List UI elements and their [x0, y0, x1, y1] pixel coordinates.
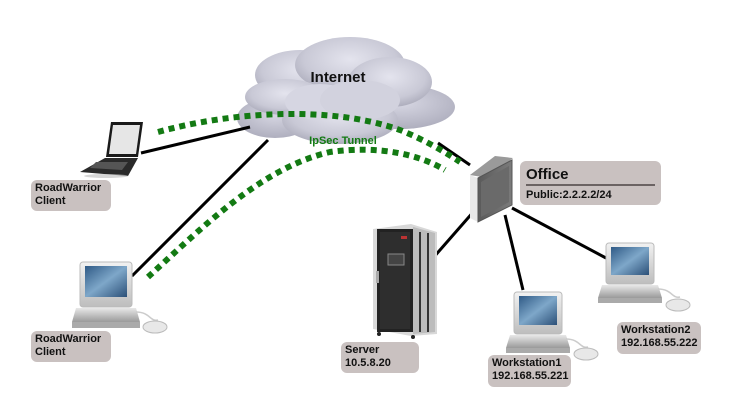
node-name: RoadWarrior: [35, 333, 102, 345]
ipsec-tunnels: [145, 110, 462, 280]
roadwarrior-laptop-label: RoadWarrior Client: [31, 180, 111, 211]
node-ip: 192.168.55.222: [621, 337, 698, 349]
link-office-server: [431, 209, 477, 259]
server-rack-icon: [373, 224, 437, 339]
office-public-ip: Public:2.2.2.2/24: [526, 189, 612, 201]
node-ip: 192.168.55.221: [492, 370, 569, 382]
link-office-ws2: [511, 206, 607, 260]
roadwarrior-desktop[interactable]: [72, 261, 168, 334]
cloud-label: Internet: [310, 69, 365, 86]
desktop-computer-icon: [598, 242, 691, 312]
router-icon: [470, 156, 513, 223]
desktop-computer-icon: [72, 261, 168, 334]
node-name: RoadWarrior: [35, 182, 102, 194]
office-router[interactable]: [470, 156, 513, 223]
workstation1[interactable]: [506, 291, 599, 361]
node-ip: 10.5.8.20: [345, 357, 391, 369]
link-desktop-cloud: [130, 138, 270, 278]
tunnel-laptop-office: [157, 110, 462, 165]
node-role: Client: [35, 195, 66, 207]
server[interactable]: [373, 224, 437, 339]
workstation2-label: Workstation2 192.168.55.222: [617, 322, 701, 354]
node-name: Workstation2: [621, 324, 691, 336]
node-name: Server: [345, 344, 380, 356]
links: [130, 125, 607, 291]
roadwarrior-laptop[interactable]: [80, 122, 143, 178]
workstation1-label: Workstation1 192.168.55.221: [488, 355, 571, 387]
office-label: Office Public:2.2.2.2/24: [520, 161, 661, 205]
server-label: Server 10.5.8.20: [341, 342, 419, 373]
cloud-icon: [237, 37, 455, 144]
desktop-computer-icon: [506, 291, 599, 361]
node-role: Client: [35, 346, 66, 358]
roadwarrior-desktop-label: RoadWarrior Client: [31, 331, 111, 362]
workstation2[interactable]: [598, 242, 691, 312]
node-name: Workstation1: [492, 357, 562, 369]
link-cloud-office: [437, 141, 471, 167]
link-office-ws1: [503, 214, 525, 291]
office-title: Office: [526, 166, 655, 186]
tunnel-desktop-office: [145, 146, 447, 280]
tunnel-label: IpSec Tunnel: [309, 135, 377, 147]
internet-cloud: Internet: [237, 37, 455, 144]
laptop-icon: [80, 122, 143, 178]
link-laptop-cloud: [140, 125, 251, 155]
